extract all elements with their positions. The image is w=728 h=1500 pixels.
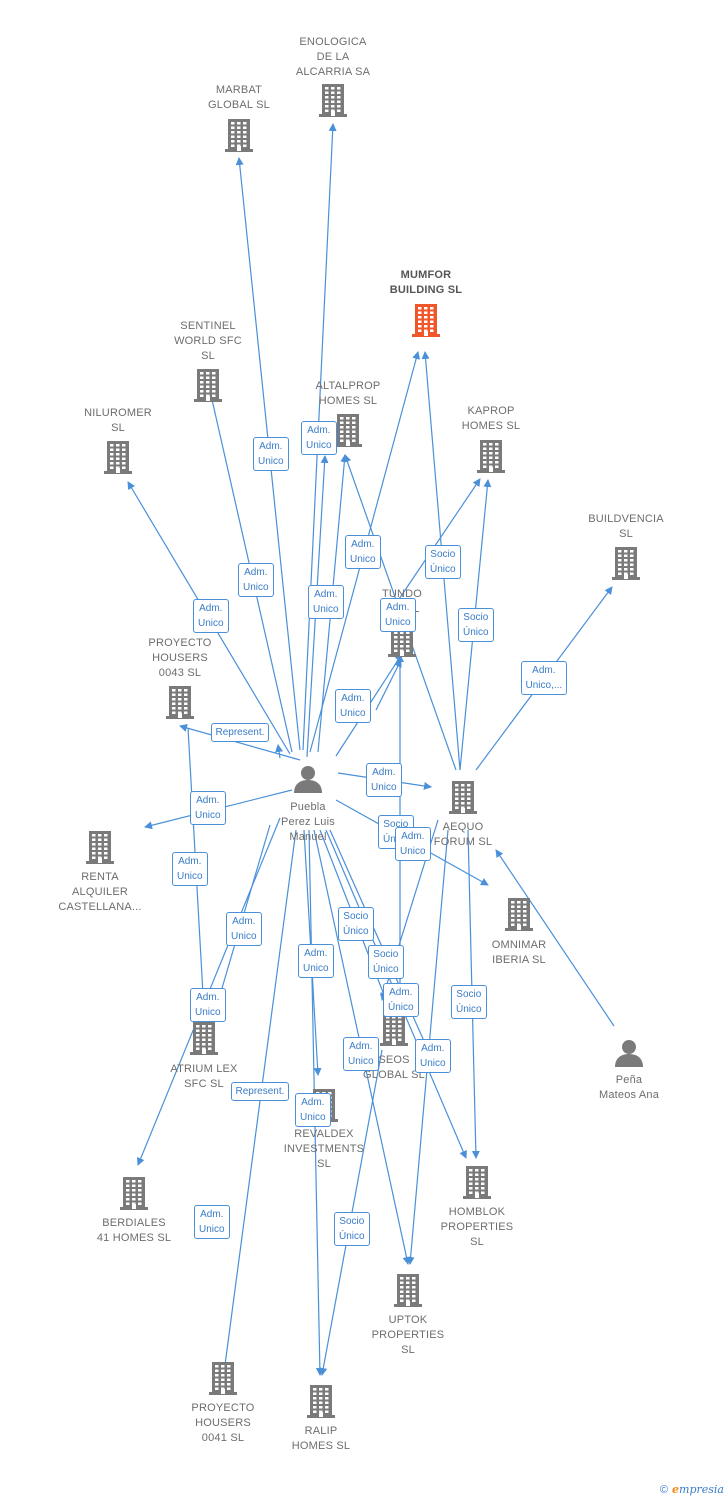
person-icon (292, 763, 324, 800)
edge-label-l17[interactable]: Adm. Unico (172, 852, 208, 886)
node-label: Peña Mateos Ana (598, 1074, 660, 1101)
building-icon (378, 1011, 410, 1052)
node-label: PROYECTO HOUSERS 0043 SL (148, 637, 212, 679)
edge-line-9 (275, 744, 284, 759)
building-icon (610, 545, 642, 586)
edge-label-l11[interactable]: Represent. (210, 722, 270, 742)
node-label: HOMBLOK PROPERTIES SL (440, 1206, 514, 1248)
node-label: PROYECTO HOUSERS 0041 SL (191, 1402, 255, 1444)
edge-label-l26[interactable]: Represent. (230, 1081, 290, 1101)
edge-label-l4[interactable]: Adm. Unico (238, 563, 274, 597)
node-label: OMNIMAR IBERIA SL (491, 939, 547, 966)
building-icon (223, 117, 255, 158)
node-label: MARBAT GLOBAL SL (208, 84, 270, 111)
building-icon (317, 82, 349, 123)
node-label: REVALDEX INVESTMENTS SL (283, 1128, 365, 1170)
node-label: AEQUO FORUM SL (433, 821, 493, 848)
edge-label-l7[interactable]: Adm. Unico (308, 585, 344, 619)
edge-label-l13[interactable]: Adm. Unico (190, 791, 226, 825)
edge-label-l16[interactable]: Adm. Unico (395, 827, 431, 861)
node-label: RENTA ALQUILER CASTELLANA... (58, 871, 142, 913)
building-icon (461, 1164, 493, 1205)
edge-label-l24[interactable]: Socio Único (451, 985, 487, 1019)
logo-text: mpresia (679, 1483, 724, 1496)
logo-e: e (672, 1483, 680, 1496)
node-label: SENTINEL WORLD SFC SL (174, 320, 242, 362)
building-icon (410, 302, 442, 343)
edge-label-l30[interactable]: Adm. Unico (194, 1205, 230, 1239)
building-icon (503, 896, 535, 937)
building-icon (392, 1272, 424, 1313)
edge-label-l6[interactable]: Socio Único (425, 545, 461, 579)
edge-label-l19[interactable]: Socio Único (338, 907, 374, 941)
edge-label-l1[interactable]: Adm. Unico (253, 437, 289, 471)
person-icon (613, 1037, 645, 1074)
building-icon (207, 1360, 239, 1401)
building-icon (386, 622, 418, 663)
node-label: MUMFOR BUILDING SL (389, 269, 463, 296)
edge-label-l29[interactable]: Socio Único (334, 1212, 370, 1246)
edge-label-l3[interactable]: Adm. Unico (345, 535, 381, 569)
building-icon (475, 438, 507, 479)
edge-label-l14[interactable]: Adm. Unico (366, 763, 402, 797)
edge-label-l8[interactable]: Adm. Unico (380, 598, 416, 632)
empresia-logo[interactable]: empresia (672, 1483, 724, 1496)
node-label: RALIP HOMES SL (291, 1425, 351, 1452)
node-label: BUILDVENCIA SL (588, 513, 664, 540)
building-icon (188, 1020, 220, 1061)
edge-label-l18[interactable]: Adm. Unico (226, 912, 262, 946)
building-icon (84, 829, 116, 870)
building-icon (118, 1175, 150, 1216)
edge-label-l28[interactable]: Adm. Unico (295, 1093, 331, 1127)
edge-label-l23[interactable]: Adm. Único (383, 983, 419, 1017)
node-label: KAPROP HOMES SL (461, 405, 521, 432)
edge-line-16 (219, 829, 297, 1381)
edge-label-l20[interactable]: Adm. Unico (298, 944, 334, 978)
footer-brand[interactable]: © empresia (660, 1483, 724, 1496)
edge-label-l27[interactable]: Adm. Unico (415, 1039, 451, 1073)
node-label: ALTALPROP HOMES SL (315, 380, 381, 407)
edge-label-l25[interactable]: Adm. Unico (343, 1037, 379, 1071)
edge-label-l21[interactable]: Adm. Unico (190, 988, 226, 1022)
building-icon (305, 1383, 337, 1424)
edge-line-10 (179, 724, 301, 761)
edges-layer (127, 123, 615, 1381)
edge-label-l10[interactable]: Adm. Unico,... (520, 661, 568, 695)
copyright-symbol: © (659, 1483, 669, 1496)
node-label: Puebla Perez Luis Manuel (281, 801, 335, 843)
node-label: BERDIALES 41 HOMES SL (96, 1217, 172, 1244)
edge-label-l9[interactable]: Socio Único (458, 608, 494, 642)
building-icon (102, 439, 134, 480)
node-label: ENOLOGICA DE LA ALCARRIA SA (295, 36, 371, 78)
edge-label-l22[interactable]: Socio Único (368, 945, 404, 979)
building-icon (192, 367, 224, 408)
edge-line-23 (375, 659, 402, 711)
building-icon (164, 684, 196, 725)
building-icon (447, 779, 479, 820)
node-label: UPTOK PROPERTIES SL (371, 1314, 445, 1356)
node-label: SEOS GLOBAL SL (363, 1054, 425, 1081)
node-label: ATRIUM LEX SFC SL (170, 1063, 238, 1090)
edge-label-l2[interactable]: Adm. Unico (301, 421, 337, 455)
edge-label-l5[interactable]: Adm. Unico (193, 599, 229, 633)
node-label: NILUROMER SL (84, 407, 152, 434)
edge-label-l12[interactable]: Adm. Unico (335, 689, 371, 723)
edge-line-28 (394, 478, 481, 606)
building-icon (332, 412, 364, 453)
edge-line-33 (495, 849, 615, 1027)
